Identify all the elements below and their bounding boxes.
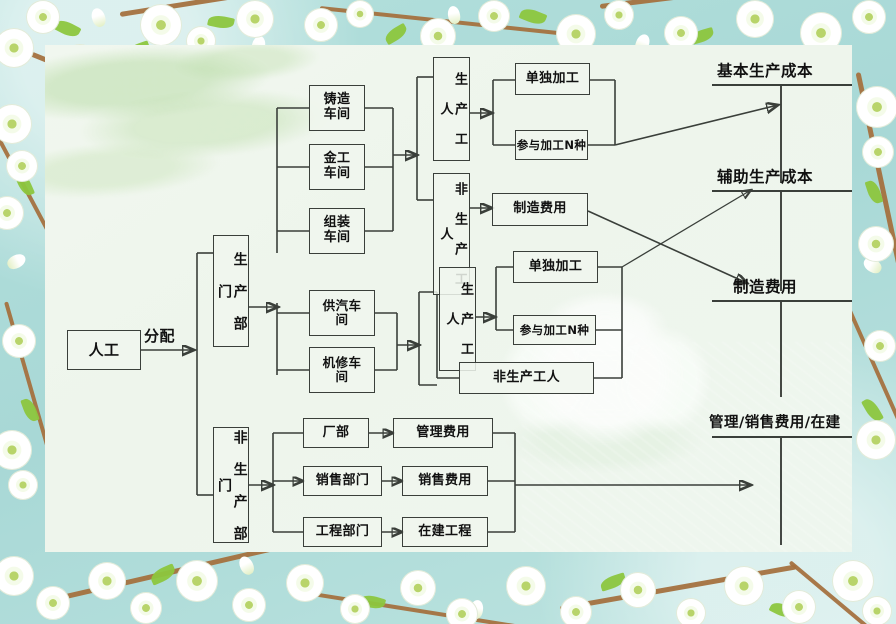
flower-decoration [782,590,816,624]
flower-decoration [236,0,274,38]
account-title-period-expense: 管理/销售费用/在建 [709,415,841,431]
flower-decoration [0,196,24,230]
account-title-manufacturing-overhead: 制造费用 [733,278,798,296]
node-root-labor[interactable]: 人工 [67,330,141,370]
flower-decoration [0,28,34,68]
node-expense-construction-in-progress[interactable]: 在建工程 [402,517,488,547]
flower-decoration [8,470,38,500]
flower-decoration [862,136,894,168]
node-production-worker-1[interactable]: 生 产 工 人 [433,57,470,161]
flower-decoration [304,8,338,42]
node-production-worker-2[interactable]: 生 产 工 人 [439,267,476,371]
flower-decoration [560,596,592,624]
node-nonproduction-worker-2[interactable]: 非生产工人 [459,362,594,394]
diagram-panel: 人工 分配 生 产 部 门 非 生 产 部 门 铸造 车间 金工 车间 组装 车… [45,45,852,552]
flower-decoration [346,0,374,28]
node-expense-sales[interactable]: 销售费用 [402,466,488,496]
flower-decoration [862,596,892,624]
flower-decoration [0,430,32,470]
flower-decoration [676,598,706,624]
flower-decoration [88,562,126,600]
flower-decoration [286,564,324,602]
node-unit-sales[interactable]: 销售部门 [303,466,382,496]
flower-decoration [0,104,32,144]
account-title-auxiliary-production-cost: 辅助生产成本 [717,168,814,186]
flower-decoration [664,16,698,50]
flower-decoration [2,324,36,358]
flower-decoration [858,226,894,262]
node-workshop-steam[interactable]: 供汽车 间 [309,290,375,336]
flower-decoration [620,572,656,608]
flower-decoration [36,586,70,620]
node-unit-project[interactable]: 工程部门 [303,517,382,547]
node-task-multi-processing-1[interactable]: 参与加工N种 [515,130,588,160]
flower-decoration [400,570,436,606]
flower-decoration [446,598,478,624]
flower-decoration [232,588,266,622]
node-manufacturing-overhead[interactable]: 制造费用 [492,193,588,226]
node-nonproduction-department[interactable]: 非 生 产 部 门 [213,427,249,543]
node-expense-admin[interactable]: 管理费用 [393,418,493,448]
account-title-basic-production-cost: 基本生产成本 [717,62,814,80]
flower-decoration [856,420,896,460]
node-workshop-metal[interactable]: 金工 车间 [309,144,365,190]
flower-decoration [832,560,874,602]
flower-decoration [0,556,34,596]
node-production-department[interactable]: 生 产 部 门 [213,235,249,347]
connector-lines [141,76,852,545]
edge-label-allocate: 分配 [144,327,176,345]
flower-decoration [604,0,634,30]
flower-decoration [6,150,38,182]
flower-decoration [724,566,764,606]
flower-decoration [864,330,896,362]
node-workshop-assembly[interactable]: 组装 车间 [309,208,365,254]
node-unit-plant[interactable]: 厂部 [303,418,369,448]
node-task-multi-processing-2[interactable]: 参与加工N种 [513,315,596,345]
flower-decoration [130,592,162,624]
flower-decoration [26,0,60,34]
flower-decoration [478,0,510,32]
flower-decoration [852,0,886,34]
node-task-single-processing-1[interactable]: 单独加工 [515,63,590,95]
flower-decoration [340,594,370,624]
flower-decoration [176,560,218,602]
node-workshop-casting[interactable]: 铸造 车间 [309,85,365,131]
flower-decoration [506,566,546,606]
flower-decoration [736,0,774,38]
node-workshop-repair[interactable]: 机修车 间 [309,347,375,393]
flower-decoration [140,4,182,46]
node-task-single-processing-2[interactable]: 单独加工 [513,251,598,283]
flower-decoration [856,86,896,128]
